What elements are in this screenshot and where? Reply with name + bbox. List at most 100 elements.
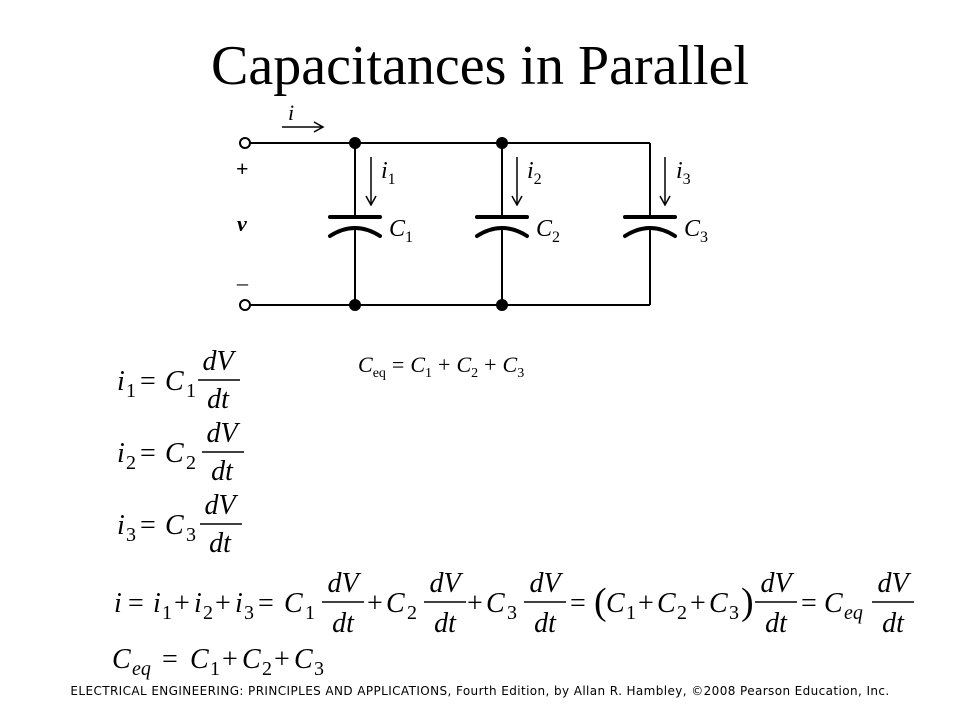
node-dot xyxy=(349,299,361,311)
svg-text:dt: dt xyxy=(534,608,557,639)
svg-text:1: 1 xyxy=(305,602,315,624)
svg-text:C: C xyxy=(284,588,303,619)
svg-text:=: = xyxy=(128,588,144,619)
svg-text:eq: eq xyxy=(132,658,151,680)
svg-text:dt: dt xyxy=(209,528,232,559)
svg-text:C: C xyxy=(165,510,184,541)
svg-text:1: 1 xyxy=(626,602,636,624)
branch-equation-2: i 2 = C 2 dV dt xyxy=(117,418,244,487)
svg-text:C: C xyxy=(190,644,209,675)
svg-text:2: 2 xyxy=(677,602,687,624)
svg-text:i: i xyxy=(117,366,125,397)
svg-text:+: + xyxy=(367,588,383,619)
svg-text:3: 3 xyxy=(507,602,517,624)
terminal-bottom xyxy=(239,299,251,311)
svg-text:dt: dt xyxy=(434,608,457,639)
svg-text:=: = xyxy=(140,510,156,541)
svg-text:dV: dV xyxy=(877,568,911,599)
svg-text:dt: dt xyxy=(332,608,355,639)
terminal-top xyxy=(239,137,251,149)
svg-text:=: = xyxy=(140,438,156,469)
footer-copyright: ELECTRICAL ENGINEERING: PRINCIPLES AND A… xyxy=(70,684,890,698)
svg-text:=: = xyxy=(258,588,274,619)
svg-text:3: 3 xyxy=(244,602,254,624)
capacitor-2-curve xyxy=(475,226,529,238)
result-equation: C eq = C 1 + C 2 + C 3 xyxy=(112,644,324,680)
svg-text:dV: dV xyxy=(206,418,240,449)
ceq-formula: Ceq=C1+C2+C3 xyxy=(358,352,524,381)
svg-text:C: C xyxy=(606,588,625,619)
svg-text:2: 2 xyxy=(407,602,417,624)
minus-label: – xyxy=(236,270,249,295)
svg-text:C: C xyxy=(165,366,184,397)
svg-text:1: 1 xyxy=(162,602,172,624)
branch-1-current-label: i1 xyxy=(381,158,396,188)
branch-2-current-label: i2 xyxy=(527,158,542,188)
svg-text:3: 3 xyxy=(729,602,739,624)
branch-equation-3: i 3 = C 3 dV dt xyxy=(117,490,242,559)
svg-text:dV: dV xyxy=(760,568,794,599)
svg-text:3: 3 xyxy=(126,524,136,546)
branch-equation-1: i 1 = C 1 dV dt xyxy=(117,346,240,415)
svg-text:i: i xyxy=(114,588,122,619)
svg-text:C: C xyxy=(112,644,131,675)
svg-text:+: + xyxy=(690,588,706,619)
total-current-label: i xyxy=(288,100,294,125)
plus-label: + xyxy=(236,156,249,181)
node-dot xyxy=(496,299,508,311)
voltage-label: v xyxy=(237,211,247,236)
svg-text:C: C xyxy=(386,588,405,619)
capacitor-1-label: C1 xyxy=(389,216,413,246)
svg-text:): ) xyxy=(741,581,754,623)
svg-text:1: 1 xyxy=(210,658,220,680)
svg-text:dV: dV xyxy=(529,568,563,599)
svg-text:1: 1 xyxy=(126,380,136,402)
svg-text:dV: dV xyxy=(429,568,463,599)
svg-text:=: = xyxy=(570,588,586,619)
svg-text:2: 2 xyxy=(203,602,213,624)
svg-text:2: 2 xyxy=(126,452,136,474)
svg-text:=: = xyxy=(801,588,817,619)
node-dot xyxy=(496,137,508,149)
svg-text:eq: eq xyxy=(844,602,863,624)
svg-text:i: i xyxy=(194,588,202,619)
svg-text:=: = xyxy=(162,644,178,675)
svg-text:C: C xyxy=(242,644,261,675)
svg-text:dt: dt xyxy=(882,608,905,639)
svg-text:(: ( xyxy=(594,581,607,623)
page-title: Capacitances in Parallel xyxy=(211,35,749,97)
svg-text:dV: dV xyxy=(202,346,236,377)
svg-text:dV: dV xyxy=(204,490,238,521)
capacitor-1-curve xyxy=(328,226,382,238)
svg-text:+: + xyxy=(274,644,290,675)
svg-text:C: C xyxy=(165,438,184,469)
svg-text:+: + xyxy=(638,588,654,619)
svg-text:C: C xyxy=(486,588,505,619)
svg-text:1: 1 xyxy=(186,380,196,402)
svg-text:C: C xyxy=(824,588,843,619)
svg-text:i: i xyxy=(117,510,125,541)
svg-text:3: 3 xyxy=(186,524,196,546)
capacitor-3-label: C3 xyxy=(684,216,708,246)
svg-text:dt: dt xyxy=(765,608,788,639)
svg-text:+: + xyxy=(174,588,190,619)
svg-text:2: 2 xyxy=(186,452,196,474)
svg-text:dV: dV xyxy=(327,568,361,599)
node-dot xyxy=(349,137,361,149)
svg-text:i: i xyxy=(235,588,243,619)
capacitor-2-label: C2 xyxy=(536,216,560,246)
branch-3-current-label: i3 xyxy=(676,158,691,188)
svg-text:dt: dt xyxy=(211,456,234,487)
svg-text:C: C xyxy=(709,588,728,619)
total-current-equation: i = i 1 + i 2 + i 3 = C 1 dV dt + C 2 dV… xyxy=(114,568,914,639)
svg-text:3: 3 xyxy=(314,658,324,680)
svg-text:i: i xyxy=(117,438,125,469)
svg-text:=: = xyxy=(140,366,156,397)
svg-text:C: C xyxy=(294,644,313,675)
svg-text:+: + xyxy=(467,588,483,619)
svg-text:2: 2 xyxy=(262,658,272,680)
svg-text:C: C xyxy=(657,588,676,619)
svg-text:+: + xyxy=(222,644,238,675)
svg-text:+: + xyxy=(215,588,231,619)
